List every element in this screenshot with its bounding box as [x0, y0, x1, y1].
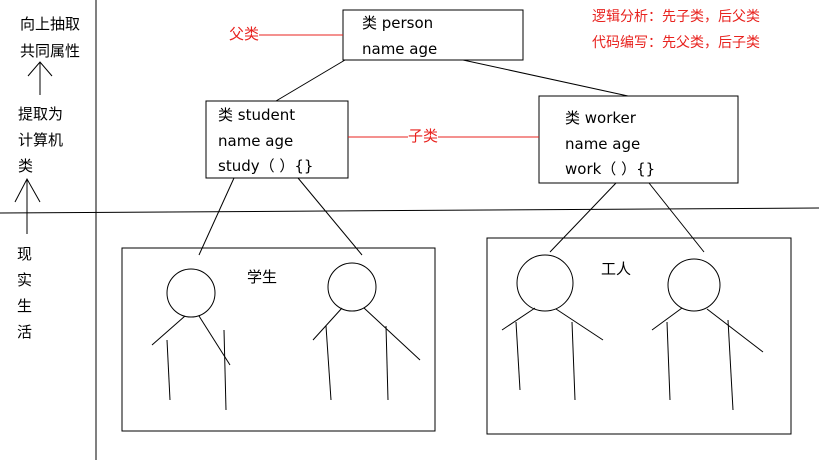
student-link-1	[198, 177, 235, 256]
extract-as-line-3: 类	[18, 157, 34, 175]
extract-as-line-1: 提取为	[18, 105, 64, 123]
worker-class-method: work（ ）{}	[565, 160, 656, 178]
worker-figure-2	[651, 258, 764, 411]
student-class-name: 类 student	[218, 106, 296, 124]
student-link-2	[297, 177, 363, 256]
person-class-fields: name age	[362, 40, 438, 58]
person-student-link	[275, 59, 346, 102]
note-code-writing: 代码编写：先父类，后子类	[592, 35, 760, 51]
reality-char-4: 活	[17, 323, 33, 341]
reality-char-3: 生	[17, 297, 33, 315]
reality-char-2: 实	[17, 271, 33, 289]
arrow-up-abstract	[27, 61, 53, 95]
workers-group-label: 工人	[601, 260, 632, 278]
person-class-name: 类 person	[362, 14, 434, 32]
student-class-fields: name age	[218, 132, 294, 150]
worker-class-box	[538, 95, 739, 184]
reality-char-1: 现	[17, 245, 33, 263]
child-class-label: 子类	[408, 127, 439, 145]
worker-class-fields: name age	[565, 135, 641, 153]
abstract-up-line-1: 向上抽取	[20, 15, 81, 33]
worker-figure-1	[501, 254, 604, 401]
parent-class-label: 父类	[229, 25, 260, 43]
abstract-up-line-2: 共同属性	[20, 42, 81, 60]
students-group-box	[121, 247, 436, 432]
worker-class-name: 类 worker	[565, 109, 636, 127]
arrow-up-extract	[14, 177, 41, 234]
student-figure-1	[151, 268, 231, 411]
student-class-box	[205, 100, 349, 179]
worker-link-1	[549, 182, 617, 253]
person-worker-link	[462, 59, 629, 97]
students-group-label: 学生	[247, 268, 278, 286]
student-figure-2	[312, 262, 421, 401]
worker-link-2	[648, 182, 705, 253]
student-class-method: study（ ）{}	[218, 157, 314, 175]
horizontal-divider	[0, 207, 819, 214]
note-logic-analysis: 逻辑分析：先子类，后父类	[592, 9, 760, 25]
extract-as-line-2: 计算机	[18, 131, 64, 149]
workers-group-box	[486, 237, 792, 435]
